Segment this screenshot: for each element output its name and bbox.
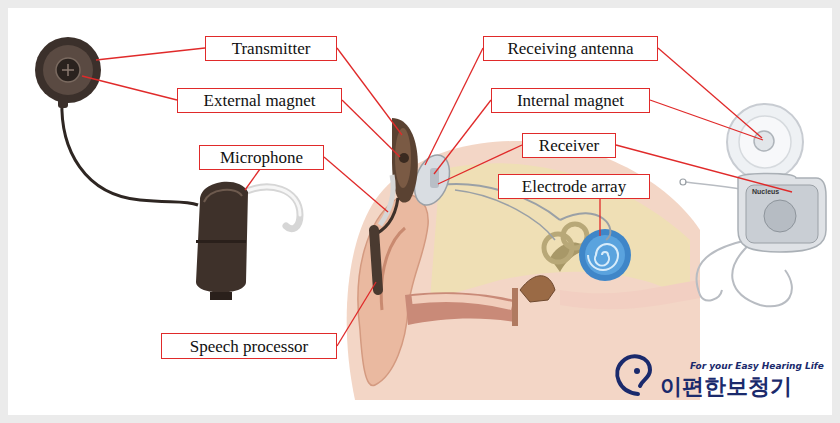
part-name: Electrode array [522,178,626,195]
device-brand: Nucleus [752,188,779,195]
ear-anatomy [347,118,700,400]
transmitter-figure [35,37,198,205]
brand-name: 이편한보청기 [660,372,792,402]
part-name: Internal magnet [517,92,624,109]
label-box: Microphone [199,145,324,170]
speech-processor-figure [196,182,300,300]
label-box: Internal magnet [491,88,650,113]
label-box: Electrode array [498,174,650,199]
part-name: Transmitter [232,40,311,57]
part-name: Receiving antenna [507,40,633,57]
panel [8,8,832,415]
leader-lines [82,48,792,346]
logo-icon [617,356,650,394]
label-box: External magnet [177,88,342,113]
part-name: Microphone [220,149,303,166]
part-name: Receiver [539,137,599,154]
part-name: External magnet [204,92,316,109]
part-name: Speech processor [190,338,309,355]
label-box: Transmitter [205,36,337,61]
slogan: For your Easy Hearing Life [690,361,824,371]
label-box: Speech processor [161,333,337,359]
label-box: Receiving antenna [483,36,658,61]
implant-device [680,104,826,306]
label-box: Receiver [522,133,616,158]
